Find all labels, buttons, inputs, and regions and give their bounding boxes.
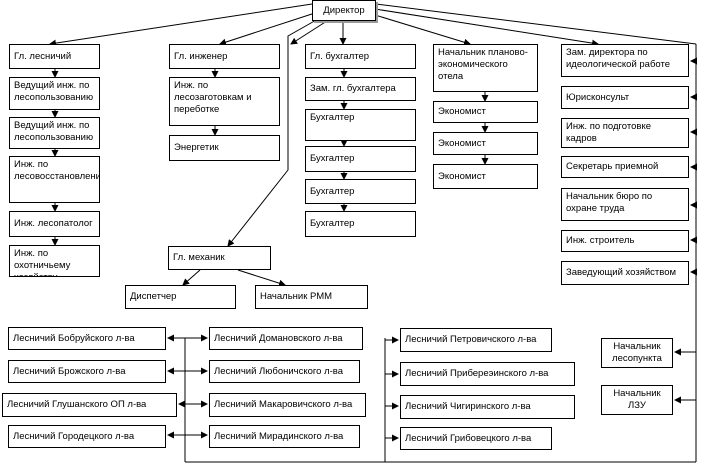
deputy-ideology-box: Зам. директора по идеологической работе [561, 44, 689, 77]
forester-brozh-box: Лесничий Брожского л-ва [8, 360, 166, 383]
power-engineer-box: Энергетик [169, 135, 280, 161]
secretary-box: Секретарь приемной [561, 156, 689, 178]
lzu-head-box: Начальник ЛЗУ [601, 385, 673, 415]
director-box: Директор [312, 0, 376, 21]
logging-engineer-box: Инж. по лесозаготовкам и переботке [169, 77, 280, 126]
lead-engineer-box-2: Ведущий инж. по лесопользованию [9, 117, 100, 149]
forester-petrovichi-box: Лесничий Петровичского л-ва [400, 328, 552, 352]
labor-safety-box: Начальник бюро по охране труда [561, 188, 689, 221]
forester-gribovets-box: Лесничий Грибовецкого л-ва [400, 427, 552, 450]
chief-accountant-box: Гл. бухгалтер [305, 44, 416, 69]
accountant-box-1: Бухгалтер [305, 109, 416, 141]
forester-lyubonichi-box: Лесничий Любоничского л-ва [209, 360, 360, 383]
planning-head-box: Начальник планово-экономического отела [433, 44, 538, 92]
reforestation-engineer-box: Инж. по лесовосстановлению [9, 156, 100, 203]
forester-domanovo-box: Лесничий Домановского л-ва [209, 327, 363, 350]
rmm-head-box: Начальник РММ [255, 285, 368, 309]
accountant-box-2: Бухгалтер [305, 146, 416, 172]
pathologist-box: Инж. лесопатолог [9, 211, 100, 237]
housekeeping-head-box: Заведующий хозяйством [561, 261, 689, 285]
hunting-engineer-box: Инж. по охотничьему хозяйству [9, 245, 100, 277]
deputy-accountant-box: Зам. гл. бухгалтера [305, 77, 416, 101]
construction-engineer-box: Инж. строитель [561, 230, 689, 252]
economist-box-3: Экономист [433, 164, 538, 189]
lead-engineer-box-1: Ведущий инж. по лесопользованию [9, 77, 100, 110]
legal-advisor-box: Юрисконсульт [561, 86, 689, 109]
chief-mechanic-box: Гл. механик [168, 246, 271, 270]
forester-priberezino-box: Лесничий Прибереэинского л-ва [400, 362, 575, 386]
forester-gorodets-box: Лесничий Городецкого л-ва [8, 425, 166, 448]
accountant-box-3: Бухгалтер [305, 179, 416, 204]
forester-glushany-box: Лесничий Глушанского ОП л-ва [2, 393, 177, 417]
economist-box-2: Экономист [433, 132, 538, 155]
hr-engineer-box: Инж. по подготовке кадров [561, 118, 689, 148]
logging-point-head-box: Начальник лесопункта [601, 338, 673, 368]
forester-bobruisk-box: Лесничий Бобруйского л-ва [8, 327, 166, 350]
chief-forester-box: Гл. лесничий [9, 44, 100, 69]
economist-box-1: Экономист [433, 101, 538, 123]
chief-engineer-box: Гл. инженер [169, 44, 280, 69]
accountant-box-4: Бухгалтер [305, 211, 416, 237]
forester-miradino-box: Лесничий Мирадинского л-ва [209, 425, 360, 448]
dispatcher-box: Диспетчер [125, 285, 236, 309]
forester-makarovichi-box: Лесничий Макаровичского л-ва [209, 393, 366, 417]
forester-chigirin-box: Лесничий Чигиринского л-ва [400, 395, 575, 419]
